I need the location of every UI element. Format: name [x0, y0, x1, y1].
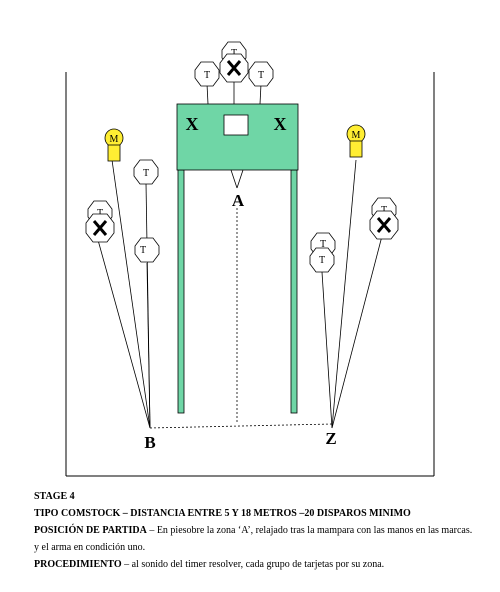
target-left-upper: T: [133, 159, 159, 185]
target-letter: T: [143, 168, 149, 179]
stage-diagram: X X T T T M T T: [65, 41, 435, 477]
point-a-label: A: [232, 191, 245, 210]
target-left-noshoot: [85, 213, 115, 243]
target-letter: T: [204, 70, 210, 81]
target-letter: T: [320, 239, 326, 250]
stage-title: STAGE 4: [34, 491, 75, 502]
popper-right: M: [346, 124, 366, 158]
popper-letter: M: [110, 134, 119, 145]
shot-lines-z: [321, 159, 383, 429]
barricade-leg-right: [290, 169, 298, 414]
start-position-text-2: y el arma en condición uno.: [34, 542, 146, 553]
procedure: PROCEDIMIENTO – al sonido del timer reso…: [34, 556, 484, 573]
barricade-mark-left: X: [186, 114, 199, 134]
target-right-noshoot: [369, 210, 399, 240]
popper-letter: M: [352, 130, 361, 141]
barricade-leg-left: [177, 169, 185, 414]
barricade-window: [223, 114, 249, 136]
shot-lines-b: [97, 159, 151, 429]
target-top-left: T: [194, 61, 220, 87]
point-b-label: B: [144, 433, 155, 452]
start-position-label: POSICIÓN DE PARTIDA: [34, 525, 147, 536]
procedure-label: PROCEDIMIENTO: [34, 559, 122, 570]
target-letter: T: [140, 245, 146, 256]
barricade-mark-right: X: [274, 114, 287, 134]
no-shoot-icon: [376, 217, 392, 233]
stage-type: TIPO COMSTOCK – DISTANCIA ENTRE 5 Y 18 M…: [34, 508, 411, 519]
start-position-text: – En piesobre la zona ‘A’, relajado tras…: [146, 525, 473, 536]
popper-left: M: [104, 128, 124, 162]
target-letter: T: [231, 48, 237, 59]
target-letter: T: [97, 208, 103, 219]
target-letter: T: [319, 255, 325, 266]
procedure-text: – al sonido del timer resolver, cada gru…: [121, 559, 385, 570]
target-letter: T: [258, 70, 264, 81]
no-shoot-icon: [92, 220, 108, 236]
target-top-center-noshoot: [219, 53, 249, 83]
no-shoot-icon: [226, 60, 242, 76]
stage-description: STAGE 4 TIPO COMSTOCK – DISTANCIA ENTRE …: [34, 488, 484, 573]
target-right-front: T: [309, 247, 335, 273]
path-b-z: [149, 423, 333, 429]
point-z-label: Z: [325, 429, 336, 448]
start-position: POSICIÓN DE PARTIDA – En piesobre la zon…: [34, 522, 484, 539]
target-top-right: T: [248, 61, 274, 87]
target-letter: T: [381, 205, 387, 216]
shot-lines-a: [206, 78, 262, 189]
target-left-lower: T: [134, 237, 160, 263]
